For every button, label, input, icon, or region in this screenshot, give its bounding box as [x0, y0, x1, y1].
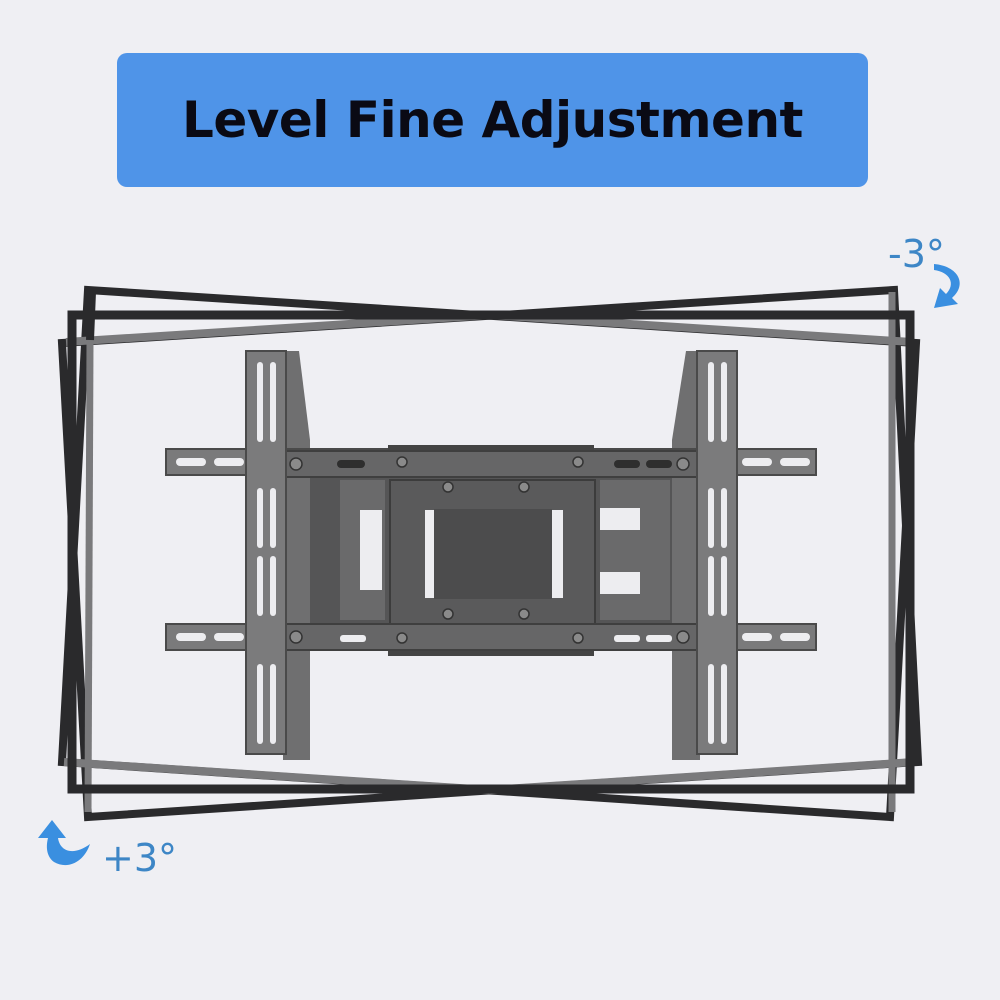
- title-banner: Level Fine Adjustment: [117, 53, 868, 187]
- level-frame: [67, 310, 915, 794]
- rotated-frame-minus: [57, 285, 923, 822]
- angle-plus-label: +3°: [102, 836, 178, 880]
- wall-mount-bracket: [165, 350, 817, 760]
- rotate-clockwise-arrow-icon: [934, 264, 960, 308]
- banner-title: Level Fine Adjustment: [182, 91, 803, 149]
- rotate-counterclockwise-arrow-icon: [38, 820, 90, 866]
